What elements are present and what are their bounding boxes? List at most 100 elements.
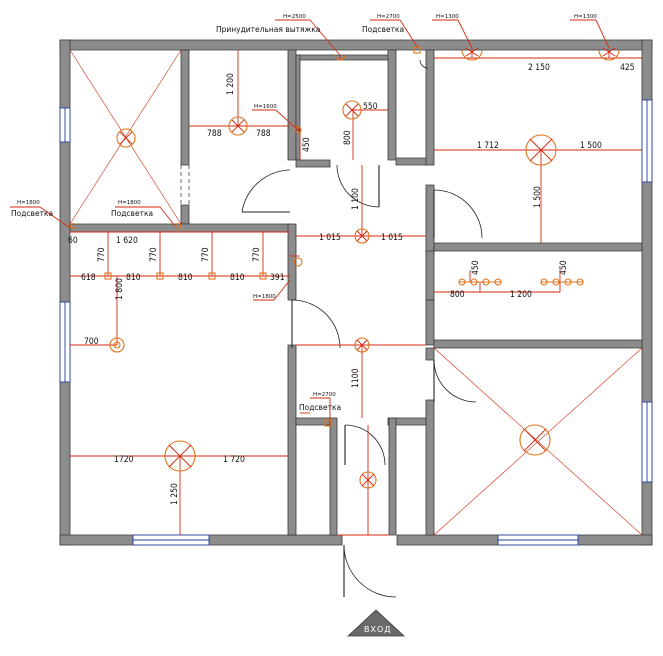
walls xyxy=(59,39,653,546)
wall-sconce-icon xyxy=(294,126,302,134)
dimension-text: 425 xyxy=(620,63,635,73)
wall-closet-left xyxy=(425,250,435,301)
lamps xyxy=(69,46,620,489)
ceiling-lamp-icon xyxy=(109,337,125,353)
wall-hall-rightside xyxy=(425,299,435,346)
door-living-swing xyxy=(291,299,341,349)
dimension-text: 700 xyxy=(84,337,99,347)
entrance-marker: ВХОД xyxy=(346,609,406,637)
height-label: H=2700 xyxy=(377,14,400,20)
wall-bedroom1-left-low xyxy=(425,184,435,256)
dimension-text: 2 150 xyxy=(528,63,550,73)
dimension-texts: 1 200 788 788 550 450 800 2 150 425 1 71… xyxy=(68,63,635,505)
wall-bedroom2-left-low xyxy=(425,399,435,536)
dimension-text: 1 620 xyxy=(116,236,138,246)
height-label: H=1800 xyxy=(118,200,141,206)
wall-hall-top xyxy=(295,159,331,168)
dimension-text: 1 720 xyxy=(223,455,245,465)
dimension-text: 1100 xyxy=(351,368,361,388)
entrance-arrow-icon xyxy=(346,609,406,637)
dimension-text: 1 100 xyxy=(351,188,361,210)
wall-vest-right xyxy=(388,417,397,536)
windows xyxy=(59,99,653,546)
wall-closet-bottom xyxy=(433,339,643,349)
dimension-text: 810 xyxy=(178,273,193,283)
wall-bath-right xyxy=(180,49,190,166)
ceiling-lamp-icon xyxy=(354,337,370,353)
ceiling-lamp-icon xyxy=(359,471,377,489)
dimension-text: 1 250 xyxy=(170,483,180,505)
wall-sconce-icon xyxy=(598,47,620,61)
dimension-text: 770 xyxy=(97,247,107,262)
room-diagonals xyxy=(69,49,643,536)
dimension-text: 1 500 xyxy=(533,186,543,208)
dimension-text: 1720 xyxy=(114,455,134,465)
height-label: H=1600 xyxy=(254,104,277,110)
height-label: H=2500 xyxy=(283,14,306,20)
backlight-label: Подсветка xyxy=(362,25,404,34)
wall-pantry-left xyxy=(295,54,301,161)
backlight-label: Подсветка xyxy=(299,403,341,412)
dimension-text: 1 800 xyxy=(115,278,125,300)
height-label: H=1800 xyxy=(253,294,276,300)
dimension-text: 1 712 xyxy=(477,141,499,151)
bath-opening-dashed xyxy=(180,165,190,205)
wall-sconce-icon xyxy=(461,47,483,61)
height-label: H=1800 xyxy=(17,200,40,206)
wall-vest-left xyxy=(329,417,338,536)
ceiling-lamp-icon xyxy=(164,440,196,472)
door-hall-left-swing xyxy=(241,169,291,213)
dimension-text: 770 xyxy=(201,247,211,262)
wall-sconce-icon xyxy=(334,54,346,61)
dimension-text: 618 xyxy=(81,273,96,283)
door-bedroom2-swing xyxy=(433,359,477,403)
dimension-text: 810 xyxy=(230,273,245,283)
spot-light-icon xyxy=(69,222,267,280)
height-label: H=1300 xyxy=(574,14,597,20)
room-labels: Принудительная вытяжка Подсветка Подсвет… xyxy=(11,25,404,412)
height-label: H=2700 xyxy=(313,392,336,398)
wall-toilet-right xyxy=(287,49,297,161)
wall-corridor-left xyxy=(287,223,297,301)
dimension-text: 550 xyxy=(363,102,378,112)
wall-bedroom1-left xyxy=(425,49,435,166)
wall-sconce-icon xyxy=(293,257,303,267)
door-bedroom1-swing xyxy=(433,189,483,239)
wall-living-right xyxy=(287,344,297,536)
door-wc-swing xyxy=(344,424,386,466)
wall-bedroom2-left xyxy=(425,347,435,361)
ceiling-lamp-icon xyxy=(525,134,557,166)
door-entrance-swing xyxy=(343,544,397,598)
dimension-text: 1 200 xyxy=(510,290,532,300)
wall-bath-right-low xyxy=(180,204,190,225)
ceiling-lamp-icon xyxy=(228,116,248,136)
wall-bedroom1-bottom xyxy=(433,242,643,252)
backlight-label: Подсветка xyxy=(111,209,153,218)
dimension-text: 770 xyxy=(252,247,262,262)
dimension-text: 1 015 xyxy=(381,233,403,243)
dimension-text: 800 xyxy=(343,130,353,145)
wall-hall-top-r xyxy=(395,157,429,166)
wall-vest-top-r xyxy=(387,417,427,426)
wall-sconce-icon xyxy=(413,46,421,54)
ceiling-lamp-icon xyxy=(519,424,551,456)
dimension-text: 1 015 xyxy=(319,233,341,243)
dimension-text: 788 xyxy=(207,129,222,139)
dimension-text: 788 xyxy=(256,129,271,139)
ceiling-lamp-icon xyxy=(342,100,362,120)
dimension-text: 770 xyxy=(149,247,159,262)
dimension-text: 800 xyxy=(450,290,465,300)
wall-sconce-icon xyxy=(324,419,332,427)
wall-pantry-right xyxy=(387,49,397,161)
dimension-text: 450 xyxy=(471,260,481,275)
dimension-text: 450 xyxy=(559,260,569,275)
spot-light-icon xyxy=(458,278,584,286)
backlight-label: Подсветка xyxy=(11,209,53,218)
height-label: H=1300 xyxy=(436,14,459,20)
doors xyxy=(241,59,483,598)
door-pantry-swing xyxy=(336,164,380,208)
dimension-text: 1 200 xyxy=(226,73,236,95)
dimension-lines xyxy=(10,19,642,536)
dimension-text: 391 xyxy=(270,273,285,283)
